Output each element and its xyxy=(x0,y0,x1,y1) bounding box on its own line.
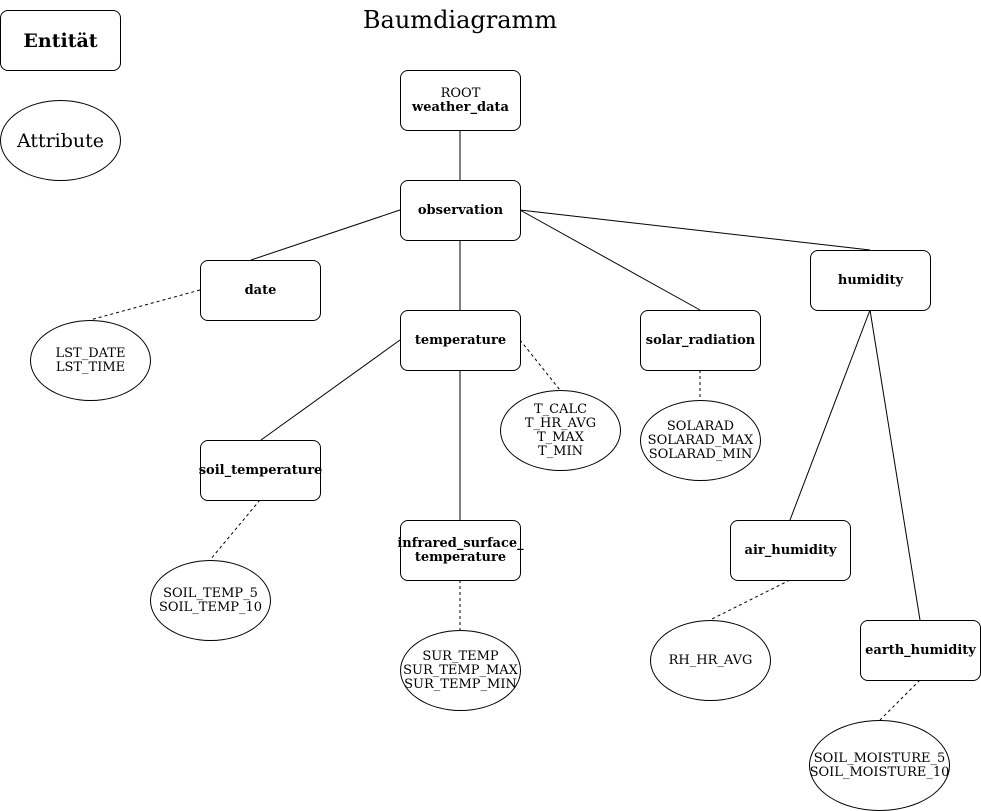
edge-observation-humidity xyxy=(519,209,871,251)
attr-edge-soil-temperature xyxy=(209,499,261,561)
legend-entity: Entität xyxy=(0,10,121,71)
attribute-item: LST_TIME xyxy=(55,359,126,375)
entity-air-humidity: air_humidity xyxy=(730,520,851,581)
edge-observation-solar-radiation xyxy=(519,209,701,311)
entity-temperature: temperature xyxy=(400,310,521,371)
attributes-solar-radiation: SOLARAD SOLARAD_MAX SOLARAD_MIN xyxy=(640,400,761,481)
entity-infrared-surface-temperature: infrared_surface_ temperature xyxy=(397,520,524,581)
edge-temperature-soil-temperature xyxy=(260,339,401,441)
entity-earth-humidity-name: earth_humidity xyxy=(865,642,976,658)
entity-observation: observation xyxy=(400,180,521,241)
entity-date-name: date xyxy=(244,282,277,298)
attr-edge-date xyxy=(89,289,201,321)
attribute-item: SUR_TEMP xyxy=(422,648,499,664)
legend-attribute: Attribute xyxy=(0,100,121,181)
attributes-infrared-surface-temperature: SUR_TEMP SUR_TEMP_MAX SUR_TEMP_MIN xyxy=(400,630,521,711)
entity-soil-temperature-name: soil_temperature xyxy=(198,462,323,478)
attribute-item: RH_HR_AVG xyxy=(668,652,753,668)
attribute-item: T_MAX xyxy=(536,429,585,445)
legend-attribute-label: Attribute xyxy=(16,129,105,152)
attribute-item: SOLARAD_MIN xyxy=(648,446,753,462)
entity-temperature-name: temperature xyxy=(414,332,507,348)
attribute-item: T_CALC xyxy=(533,401,588,417)
entity-air-humidity-name: air_humidity xyxy=(744,542,837,558)
entity-solar-radiation-name: solar_radiation xyxy=(645,332,756,348)
entity-humidity: humidity xyxy=(810,250,931,311)
attributes-temperature: T_CALC T_HR_AVG T_MAX T_MIN xyxy=(500,390,621,471)
attribute-item: SOIL_MOISTURE_10 xyxy=(809,764,950,780)
attribute-item: SUR_TEMP_MIN xyxy=(404,676,517,692)
edge-humidity-earth-humidity xyxy=(869,309,921,621)
entity-root-name: weather_data xyxy=(412,99,509,115)
legend-entity-label: Entität xyxy=(23,29,98,52)
attributes-soil-temperature: SOIL_TEMP_5 SOIL_TEMP_10 xyxy=(150,560,271,641)
attributes-air-humidity: RH_HR_AVG xyxy=(650,620,771,701)
entity-solar-radiation: solar_radiation xyxy=(640,310,761,371)
entity-root: ROOT weather_data xyxy=(400,70,521,131)
entity-root-prefix: ROOT xyxy=(440,85,481,101)
entity-observation-name: observation xyxy=(417,202,504,218)
diagram-title: Baumdiagramm xyxy=(362,6,558,34)
entity-soil-temperature: soil_temperature xyxy=(198,440,323,501)
attributes-date: LST_DATE LST_TIME xyxy=(30,320,151,401)
attribute-item: SUR_TEMP_MAX xyxy=(403,662,518,678)
attr-edge-earth-humidity xyxy=(879,679,921,721)
attr-edge-air-humidity xyxy=(709,579,791,621)
entity-infrared-line1: infrared_surface_ xyxy=(397,535,524,551)
attribute-item: T_HR_AVG xyxy=(524,415,597,431)
attribute-item: T_MIN xyxy=(538,443,583,459)
entity-date: date xyxy=(200,260,321,321)
attribute-item: LST_DATE xyxy=(55,345,126,361)
attribute-item: SOLARAD_MAX xyxy=(647,432,754,448)
entity-earth-humidity: earth_humidity xyxy=(860,620,981,681)
attributes-earth-humidity: SOIL_MOISTURE_5 SOIL_MOISTURE_10 xyxy=(809,720,950,811)
attribute-item: SOIL_TEMP_5 xyxy=(163,585,258,601)
attr-edge-temperature xyxy=(519,339,561,391)
entity-infrared-line2: temperature xyxy=(414,549,507,565)
entity-humidity-name: humidity xyxy=(837,272,904,288)
attribute-item: SOIL_MOISTURE_5 xyxy=(813,750,946,766)
attribute-item: SOLARAD xyxy=(666,418,735,434)
attribute-item: SOIL_TEMP_10 xyxy=(158,599,263,615)
edge-humidity-air-humidity xyxy=(789,309,871,521)
edge-observation-date xyxy=(250,209,401,261)
